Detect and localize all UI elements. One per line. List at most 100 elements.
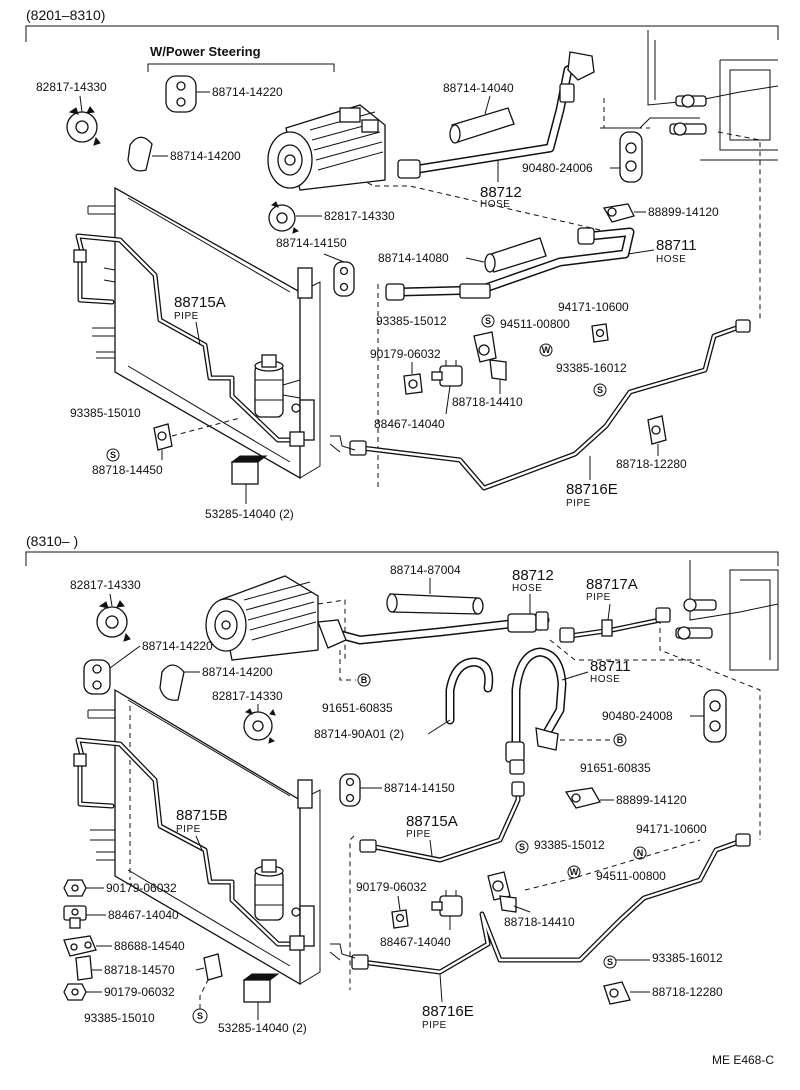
nut-symbol-94171-10600: N [633, 846, 647, 860]
pipe-88715B [73, 737, 305, 951]
section-2-bracket [25, 551, 779, 566]
washer-symbol2-94511-00800: W [567, 865, 581, 879]
seal-symbol-93385-15010: S [106, 448, 120, 462]
label-88716E-sub: PIPE [566, 498, 591, 509]
bracket-82817-14330-b [268, 201, 300, 234]
svg-text:S: S [197, 1011, 203, 1021]
label2-94511-00800: 94511-00800 [596, 869, 666, 883]
clip-88718-14410 [473, 331, 507, 381]
label-88467-14040: 88467-14040 [374, 417, 445, 431]
evaporator-unit [600, 30, 779, 161]
grommet-90480-24008 [703, 689, 727, 743]
label2-90179-06032-c: 90179-06032 [104, 985, 175, 999]
label-88712: 88712 [480, 184, 522, 201]
label2-88714-14220: 88714-14220 [142, 639, 213, 653]
hose2-88711 [505, 647, 567, 775]
condenser-2 [87, 688, 321, 986]
nut-94171-10600 [591, 323, 609, 343]
label-88711: 88711 [656, 237, 697, 254]
label2-90179-06032-a: 90179-06032 [356, 880, 427, 894]
label2-88714-87004: 88714-87004 [390, 563, 461, 577]
svg-text:B: B [617, 735, 624, 745]
label2-88714-90A01: 88714-90A01 (2) [314, 727, 404, 741]
cushion2-53285-14040 [242, 973, 280, 1003]
label2-88715A: 88715A [406, 813, 458, 830]
label2-88718-14570: 88718-14570 [104, 963, 175, 977]
svg-text:S: S [597, 385, 603, 395]
svg-text:N: N [637, 848, 644, 858]
section-2: (8310– ) 82817-14330 88714-14220 [25, 533, 779, 1035]
label2-88716E: 88716E [422, 1003, 474, 1020]
label2-88467-14040-b: 88467-14040 [108, 908, 179, 922]
pipe2-88716E [351, 833, 751, 975]
receiver-dryer [254, 354, 301, 418]
seal-symbol-93385-16012: S [593, 383, 607, 397]
switch-88467-14040 [431, 360, 463, 387]
label2-53285-14040: 53285-14040 (2) [218, 1021, 307, 1035]
pad2-88714-14220 [83, 659, 111, 695]
label2-93385-15010: 93385-15010 [84, 1011, 155, 1025]
label2-88716E-sub: PIPE [422, 1020, 447, 1031]
label2-93385-16012: 93385-16012 [652, 951, 723, 965]
label2-88688-14540: 88688-14540 [114, 939, 185, 953]
svg-text:W: W [542, 345, 551, 355]
label-93385-16012: 93385-16012 [556, 361, 627, 375]
clip-88718-12280 [647, 415, 667, 445]
label2-90179-06032-b: 90179-06032 [106, 881, 177, 895]
bracket-88688-14540 [63, 935, 97, 957]
pad-88714-14200 [127, 136, 153, 172]
bracket-82817-14330-a [66, 106, 101, 146]
label2-88718-12280: 88718-12280 [652, 985, 723, 999]
clip2-88899-14120 [564, 787, 601, 809]
clamp-88714-14150 [333, 261, 355, 297]
seal-symbol-93385-15012: S [481, 314, 495, 328]
label2-88711: 88711 [590, 658, 631, 675]
label-94171-10600: 94171-10600 [558, 300, 629, 314]
label2-88899-14120: 88899-14120 [616, 793, 687, 807]
label2-88714-14200: 88714-14200 [202, 665, 273, 679]
section-1-bracket [25, 25, 779, 42]
bracket-82817-14330-c [96, 600, 131, 642]
washer-symbol-94511-00800: W [539, 343, 553, 357]
pad-88714-14220 [165, 75, 197, 113]
diagram-code: ME E468-C [712, 1053, 774, 1067]
label-93385-15010: 93385-15010 [70, 406, 141, 420]
label2-88712-sub: HOSE [512, 583, 542, 594]
label2-88715B: 88715B [176, 807, 228, 824]
receiver-dryer-2 [254, 859, 301, 921]
grommet-90480-24006 [619, 131, 643, 183]
bolt-symbol-91651-60835-a: B [357, 673, 371, 687]
label-88718-14410: 88718-14410 [452, 395, 523, 409]
pipe-88716E [349, 319, 751, 491]
label2-88712: 88712 [512, 567, 554, 584]
svg-text:B: B [361, 675, 368, 685]
power-steering-note: W/Power Steering [150, 44, 261, 59]
label2-88714-14150: 88714-14150 [384, 781, 455, 795]
clip2-88718-14570 [75, 953, 223, 981]
label2-82817-14330-b: 82817-14330 [212, 689, 283, 703]
clamp2-88714-14150 [339, 773, 361, 807]
bracket-82817-14330-d [243, 708, 276, 744]
label-88714-14080: 88714-14080 [378, 251, 449, 265]
switch2-88467-14040-b [63, 905, 87, 929]
clip2-88718-14410 [487, 871, 517, 913]
nut2-90179-06032-b [63, 879, 87, 897]
sleeve-88714-14080 [484, 237, 547, 273]
pad2-88714-14200 [159, 664, 185, 701]
label2-88717A: 88717A [586, 576, 638, 593]
label2-88718-14410: 88718-14410 [504, 915, 575, 929]
svg-text:W: W [570, 867, 579, 877]
switch2-88467-14040-a [431, 890, 463, 917]
label-94511-00800: 94511-00800 [500, 317, 570, 331]
hose-88712 [397, 51, 595, 179]
section-1-range: (8201–8310) [26, 7, 105, 23]
cushion-53285-14040 [230, 455, 268, 485]
section-2-range: (8310– ) [26, 533, 78, 549]
hose-88711 [385, 227, 635, 301]
pipe-88715A [73, 233, 305, 447]
label2-91651-60835-a: 91651-60835 [322, 701, 393, 715]
label-88715A-sub: PIPE [174, 311, 199, 322]
svg-text:S: S [519, 842, 525, 852]
label2-91651-60835-b: 91651-60835 [580, 761, 651, 775]
